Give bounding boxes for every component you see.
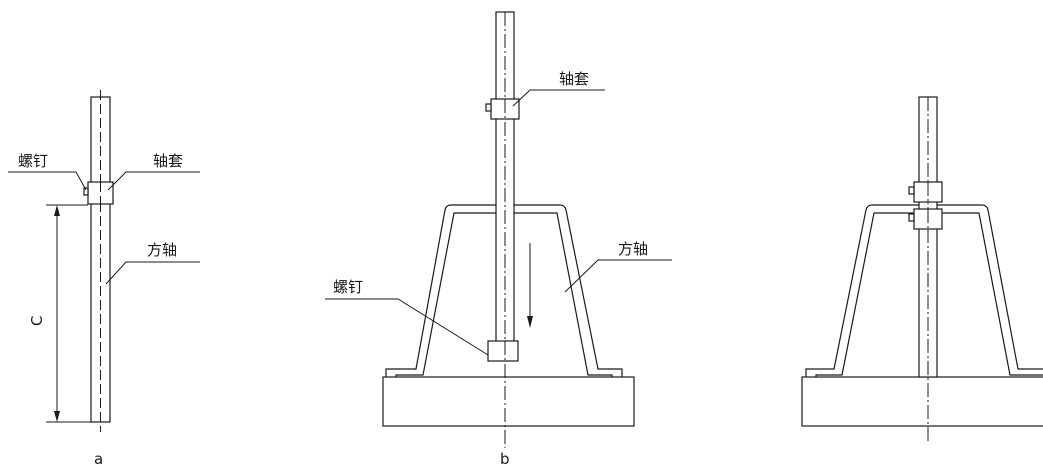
figure-b-sleeve-label: 轴套 bbox=[559, 70, 589, 88]
figure-b-direction-arrowhead bbox=[527, 316, 533, 328]
figure-a-dim-label: C bbox=[28, 316, 46, 326]
figure-c-stand-inner bbox=[815, 212, 1043, 377]
figure-a-shaft-label: 方轴 bbox=[147, 241, 177, 259]
figure-a-screw-label: 螺钉 bbox=[18, 152, 48, 170]
figure-c bbox=[801, 96, 1043, 442]
figure-b-shaft-leader bbox=[564, 259, 672, 293]
figure-c-screw-upper bbox=[908, 186, 915, 195]
figure-a-caption: a bbox=[94, 450, 103, 468]
figure-a-dim-arrow-bottom bbox=[54, 411, 60, 422]
figure-a-dim-arrow-top bbox=[54, 205, 60, 216]
figure-a-sleeve-label: 轴套 bbox=[153, 152, 183, 170]
figure-a-screw bbox=[83, 187, 89, 196]
figure-a-screw-leader bbox=[8, 171, 87, 191]
figure-b-sleeve-leader bbox=[512, 89, 605, 107]
figure-c-base bbox=[801, 376, 1043, 427]
figure-a-sleeve-leader bbox=[107, 171, 200, 191]
figure-b-shaft-label: 方轴 bbox=[618, 240, 648, 258]
figure-c-screw-lower bbox=[908, 213, 915, 222]
figure-b-sleeve-screw bbox=[485, 103, 492, 112]
figure-a: 螺钉 轴套 方轴 C a bbox=[8, 90, 200, 468]
figure-b: 轴套 方轴 螺钉 b bbox=[325, 11, 672, 468]
figure-a-shaft-leader bbox=[105, 261, 200, 285]
figure-b-caption: b bbox=[500, 450, 510, 468]
figure-b-lower-block bbox=[487, 340, 519, 362]
figure-b-screw-label: 螺钉 bbox=[333, 278, 363, 296]
figure-b-base bbox=[382, 376, 635, 427]
figure-b-screw-leader bbox=[325, 298, 489, 356]
figure-c-stand-outer bbox=[805, 204, 1043, 377]
